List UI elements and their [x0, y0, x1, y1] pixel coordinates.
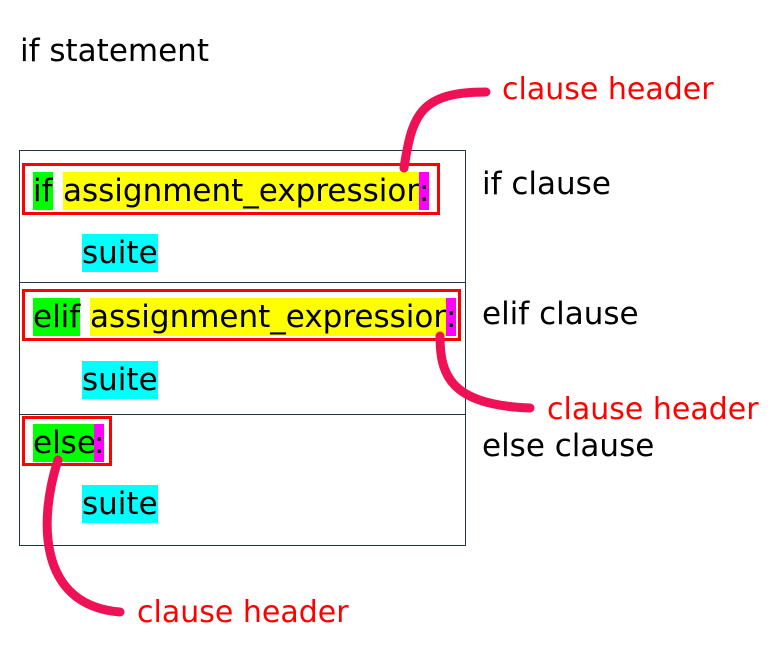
elif-clause-header-box	[22, 289, 461, 341]
if-keyword: if	[33, 172, 53, 210]
top-callout-line	[399, 87, 491, 173]
middle-clause-header-callout: clause header	[547, 392, 759, 427]
else-keyword: else	[33, 424, 96, 462]
elif-colon: :	[446, 298, 457, 336]
top-clause-header-callout: clause header	[502, 72, 714, 107]
elif-expression: assignment_expression	[90, 298, 454, 336]
bottom-clause-header-callout: clause header	[137, 595, 349, 630]
if-expression: assignment_expression	[63, 172, 427, 210]
middle-callout-line	[435, 331, 535, 413]
if-colon: :	[419, 172, 430, 210]
if-clause-header-box	[22, 163, 440, 215]
else-suite: suite	[82, 485, 158, 523]
elif-keyword: elif	[33, 298, 81, 336]
else-colon: :	[94, 424, 105, 462]
bottom-callout-line	[42, 455, 125, 617]
elif-clause-label: elif clause	[482, 296, 639, 332]
if-clause-label: if clause	[482, 166, 611, 202]
else-clause-label: else clause	[482, 428, 655, 464]
else-clause-header-box	[22, 416, 112, 466]
else-clause-box	[19, 414, 466, 546]
if-suite: suite	[82, 234, 158, 272]
diagram-title: if statement	[20, 33, 209, 69]
elif-suite: suite	[82, 361, 158, 399]
